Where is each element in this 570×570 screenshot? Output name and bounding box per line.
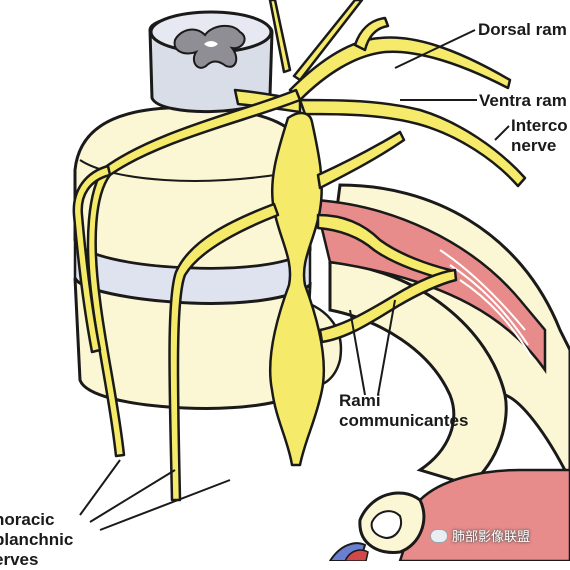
label-thoracic-line2: planchnic — [0, 530, 74, 549]
label-thoracic-line1: horacic — [0, 510, 55, 529]
lower-rib-section — [328, 468, 570, 561]
watermark-text: 肺部影像联盟 — [452, 530, 531, 545]
label-dorsal-ramus: Dorsal ram — [478, 20, 567, 39]
label-intercostal-line1: Interco — [511, 116, 568, 135]
leader-lines — [79, 29, 510, 531]
label-ventral-ramus: Ventra ram — [479, 91, 567, 110]
label-intercostal-nerve: Interco nerve — [511, 116, 568, 156]
label-rami-line1: Rami — [339, 391, 381, 410]
spinal-cord — [148, 10, 274, 114]
label-rami-communicantes: Rami communicantes — [339, 391, 468, 431]
wechat-icon — [430, 528, 448, 543]
label-rami-line2: communicantes — [339, 411, 469, 430]
label-intercostal-line2: nerve — [511, 136, 557, 155]
watermark: 肺部影像联盟 — [430, 526, 530, 545]
nerves — [72, 0, 527, 502]
label-thoracic-splanchnic-nerves: horacic planchnic erves — [0, 510, 73, 570]
label-thoracic-line3: erves — [0, 550, 39, 569]
